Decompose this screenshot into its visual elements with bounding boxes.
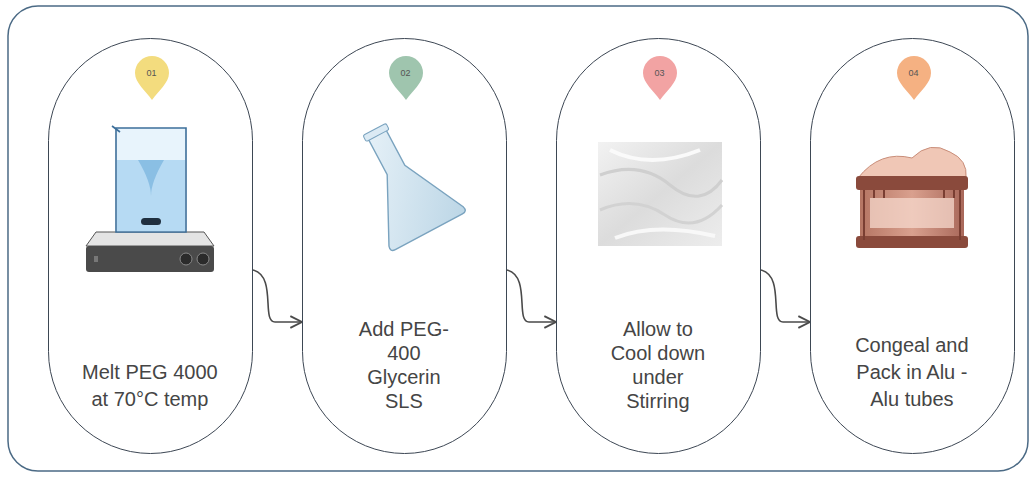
step-number-pin: 01 [134,55,170,101]
step-number: 03 [642,55,678,91]
process-step-panel: Melt PEG 4000 at 70°C temp 01 [48,38,253,454]
flow-arrow [253,270,302,322]
process-step-panel: Add PEG- 400 Glycerin SLS 02 [302,38,507,454]
cream-jar-icon [856,147,968,248]
process-step-panel: Allow to Cool down under Stirring 03 [556,38,761,454]
cream-texture-icon [598,142,722,246]
step-label: Melt PEG 4000 at 70°C temp [75,359,225,413]
outer-frame [8,6,1028,471]
flask-icon [337,109,467,251]
step-number: 04 [896,55,932,91]
flow-arrow [761,270,810,322]
step-label: Add PEG- 400 Glycerin SLS [348,317,460,413]
step-number: 01 [134,55,170,91]
process-step-panel: Congeal and Pack in Alu -Alu tubes 04 [810,38,1015,454]
step-number: 02 [388,55,424,91]
flow-arrow [507,270,556,322]
step-number-pin: 03 [642,55,678,101]
step-number-pin: 04 [896,55,932,101]
hotplate-beaker-icon [86,126,214,272]
step-number-pin: 02 [388,55,424,101]
step-label: Congeal and Pack in Alu -Alu tubes [851,332,973,413]
step-label: Allow to Cool down under Stirring [604,317,712,413]
